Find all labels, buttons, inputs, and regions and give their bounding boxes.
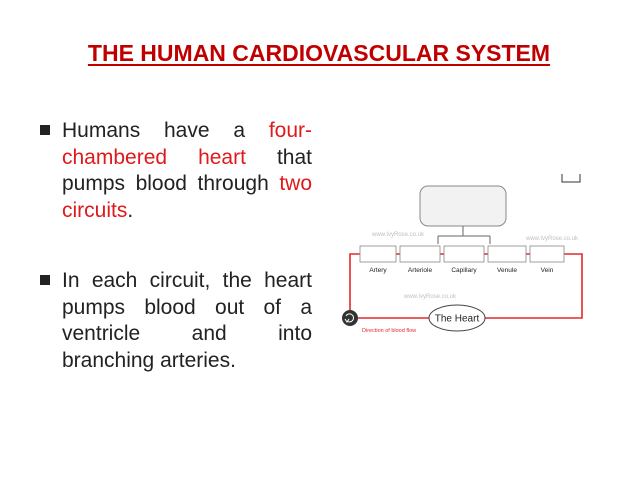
bullet-text-1-highlight-1: four-chambered heart (62, 119, 312, 169)
direction-arrow-icon (344, 313, 354, 323)
heart-label: The Heart (435, 314, 480, 325)
bullet-item-1: Humans have a four-chambered heart that … (40, 118, 312, 224)
vessel-label-artery: Artery (369, 267, 387, 274)
bullet-list: Humans have a four-chambered heart that … (40, 118, 312, 418)
vessel-row (359, 245, 565, 263)
bullet-text-1-part-2: that pumps blood through (62, 145, 312, 196)
vessel-label-venule: Venule (497, 267, 517, 274)
watermark-1: www.IvyRose.co.uk (371, 232, 425, 238)
organ-box (419, 185, 507, 227)
vessel-box-vein (529, 245, 565, 263)
vessel-label-capillary: Capillary (451, 267, 477, 274)
vessel-label-vein: Vein (541, 267, 554, 274)
square-bullet-icon (40, 125, 50, 135)
bullet-text-2: In each circuit, the heart pumps blood o… (62, 269, 312, 372)
slide-title: THE HUMAN CARDIOVASCULAR SYSTEM (87, 40, 551, 66)
vessel-box-artery (359, 245, 397, 263)
bullet-text-1-part-1: Humans have a (62, 119, 269, 142)
corner-bracket-icon (561, 174, 581, 183)
watermark-3: www.IvyRose.co.uk (403, 294, 457, 300)
vessel-label-arteriole: Arteriole (408, 267, 433, 274)
bullet-item-2: In each circuit, the heart pumps blood o… (40, 268, 312, 374)
bullet-text-1-part-3: . (127, 198, 134, 222)
bullet-text-1-highlight-2: two circuits (62, 172, 312, 222)
watermark-2: www.IvyRose.co.uk (525, 236, 579, 242)
heart-oval (428, 304, 486, 332)
direction-circle-icon (342, 310, 358, 326)
circulation-diagram: www.IvyRose.co.uk www.IvyRose.co.uk www.… (330, 168, 590, 358)
square-bullet-icon (40, 275, 50, 285)
organ-connector (437, 226, 491, 244)
blood-flow-loop (349, 253, 583, 319)
direction-label: Direction of blood flow (362, 328, 416, 334)
circulation-diagram-svg: www.IvyRose.co.uk www.IvyRose.co.uk www.… (342, 174, 583, 334)
vessel-box-arteriole (399, 245, 441, 263)
vessel-box-capillary (443, 245, 485, 263)
vessel-box-venule (487, 245, 527, 263)
